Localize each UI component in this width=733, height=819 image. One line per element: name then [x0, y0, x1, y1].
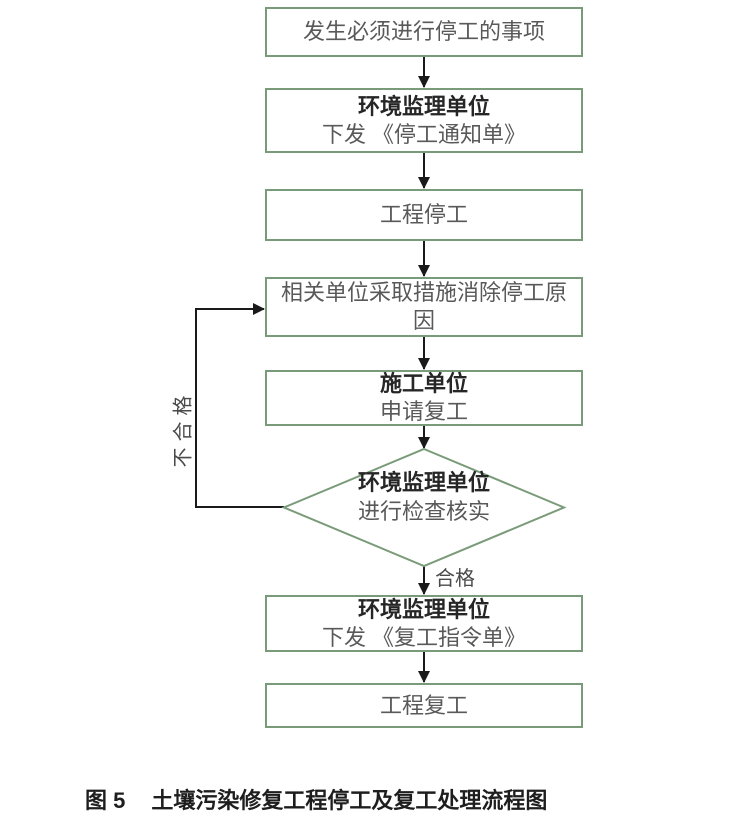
- node-title: 施工单位: [379, 371, 468, 396]
- flow-node-apply-resume: 施工单位 申请复工: [265, 370, 583, 426]
- flow-node-take-measures: 相关单位采取措施消除停工原因: [265, 277, 583, 337]
- flow-node-issue-stop-notice: 环境监理单位 下发 《停工通知单》: [265, 88, 583, 153]
- node-title: 环境监理单位: [357, 470, 490, 495]
- flow-node-work-stopped: 工程停工: [265, 189, 583, 241]
- edge-label-fail: 不合格: [172, 389, 195, 468]
- figure-caption-title: 土壤污染修复工程停工及复工处理流程图: [151, 788, 548, 813]
- figure-caption: 图 5 土壤污染修复工程停工及复工处理流程图: [85, 783, 547, 815]
- node-text: 工程停工: [379, 202, 468, 227]
- node-text: 进行检查核实: [357, 499, 490, 524]
- node-text: 工程复工: [379, 692, 468, 718]
- flow-node-issue-resume-order: 环境监理单位 下发 《复工指令单》: [265, 595, 583, 652]
- node-text: 相关单位采取措施消除停工原因: [280, 280, 567, 333]
- flow-node-decision-verify: 环境监理单位 进行检查核实: [284, 468, 564, 526]
- flow-node-work-resumed: 工程复工: [265, 683, 583, 728]
- figure-caption-number: 图 5: [85, 788, 126, 813]
- flow-node-stop-event: 发生必须进行停工的事项: [265, 7, 583, 57]
- node-title: 环境监理单位: [357, 93, 490, 119]
- node-text: 下发 《停工通知单》: [321, 121, 527, 147]
- edge-label-pass: 合格: [435, 568, 475, 590]
- node-text: 申请复工: [379, 399, 468, 424]
- node-title: 环境监理单位: [357, 596, 490, 622]
- node-text: 发生必须进行停工的事项: [302, 19, 545, 44]
- node-text: 下发 《复工指令单》: [321, 624, 527, 650]
